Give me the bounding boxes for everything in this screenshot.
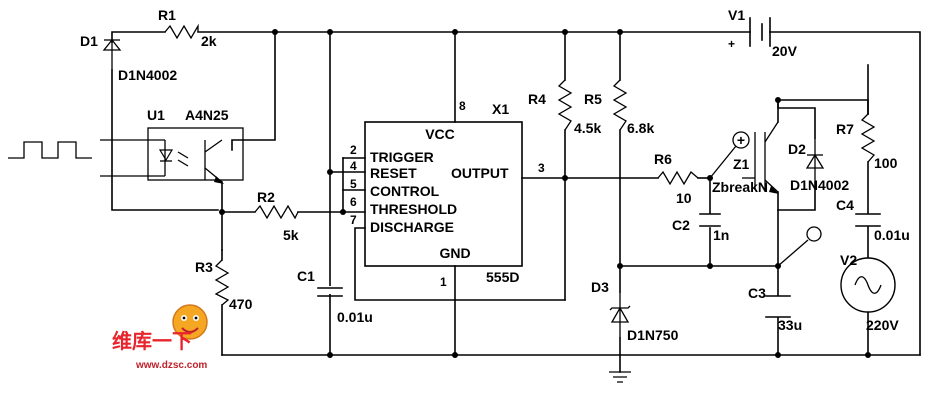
- pin-discharge-name: DISCHARGE: [370, 219, 454, 235]
- v2-ref: V2: [840, 252, 857, 268]
- diode-d2: [805, 138, 825, 182]
- capacitor-c1: [317, 286, 343, 297]
- u1-part: A4N25: [185, 107, 229, 123]
- d1-part: D1N4002: [118, 67, 177, 83]
- r1-value: 2k: [201, 33, 217, 49]
- zener-diode-d3: [609, 292, 631, 338]
- battery-v1: [749, 17, 771, 47]
- v1-value: 20V: [772, 43, 798, 59]
- pin-gnd-number: 1: [440, 275, 447, 289]
- r3-value: 470: [229, 296, 253, 312]
- optocoupler-u1: [100, 127, 244, 184]
- v1-ref: V1: [728, 7, 745, 23]
- d2-ref: D2: [788, 141, 806, 157]
- resistor-r7: [860, 113, 876, 163]
- pin-trigger-number: 2: [350, 143, 357, 157]
- pin-gnd-name: GND: [439, 245, 470, 261]
- r3-ref: R3: [195, 259, 213, 275]
- diode-d1: [102, 38, 122, 70]
- r2-value: 5k: [283, 227, 299, 243]
- ic-x1-555: VCC GND TRIGGER RESET OUTPUT CONTROL THR…: [364, 121, 523, 267]
- c4-value: 0.01u: [874, 227, 910, 243]
- transistor-igbt: [742, 121, 779, 194]
- v2-value: 220V: [866, 317, 899, 333]
- z1-part: ZbreakN: [712, 179, 768, 195]
- r6-value: 10: [676, 190, 692, 206]
- x1-part: 555D: [486, 269, 519, 285]
- pin-vcc-number: 8: [459, 99, 466, 113]
- pin-discharge-number: 7: [350, 213, 357, 227]
- pin-output-number: 3: [538, 161, 545, 175]
- watermark-url: www.dzsc.com: [135, 360, 207, 371]
- watermark-title: 维库一下: [112, 329, 192, 353]
- d2-part: D1N4002: [790, 177, 849, 193]
- c1-value: 0.01u: [337, 309, 373, 325]
- pin-output-name: OUTPUT: [451, 165, 509, 181]
- v1-polarity: +: [728, 37, 735, 51]
- r6-ref: R6: [654, 151, 672, 167]
- pin-vcc-name: VCC: [425, 126, 455, 142]
- c3-ref: C3: [748, 285, 766, 301]
- capacitor-c4: [855, 213, 881, 227]
- pin-control-number: 5: [350, 177, 357, 191]
- r1-ref: R1: [158, 7, 176, 23]
- resistor-r6: [657, 170, 699, 186]
- c4-ref: C4: [836, 197, 854, 213]
- u1-ref: U1: [147, 107, 165, 123]
- z1-ref: Z1: [733, 156, 750, 172]
- resistor-r1: [164, 23, 199, 40]
- r5-ref: R5: [584, 91, 602, 107]
- capacitor-c2: [699, 213, 721, 227]
- probe-z1: [709, 131, 750, 179]
- square-wave-input-icon: [8, 141, 92, 159]
- c2-ref: C2: [672, 217, 690, 233]
- r7-value: 100: [874, 155, 898, 171]
- r4-ref: R4: [528, 91, 546, 107]
- resistor-r3: [214, 259, 230, 306]
- resistor-r4: [557, 79, 573, 131]
- r7-ref: R7: [836, 121, 854, 137]
- ground-icon: [609, 371, 631, 383]
- z1-polarity: +: [737, 132, 745, 148]
- resistor-r2: [254, 204, 299, 220]
- x1-ref: X1: [492, 101, 509, 117]
- watermark-logo: 维库一下 www.dzsc.com: [112, 304, 208, 371]
- c3-value: 33u: [778, 317, 802, 333]
- pin-threshold-name: THRESHOLD: [370, 201, 457, 217]
- pin-reset-name: RESET: [370, 165, 417, 181]
- junction-dots: [219, 29, 871, 358]
- probe-node: [777, 226, 822, 267]
- c1-ref: C1: [297, 268, 315, 284]
- d3-part: D1N750: [627, 327, 679, 343]
- pin-control-name: CONTROL: [370, 183, 440, 199]
- r5-value: 6.8k: [627, 120, 654, 136]
- pin-trigger-name: TRIGGER: [370, 149, 434, 165]
- capacitor-c3: [765, 295, 791, 318]
- d3-ref: D3: [591, 279, 609, 295]
- ac-source-v2: [840, 257, 896, 313]
- pin-reset-number: 4: [350, 159, 357, 173]
- d1-ref: D1: [80, 33, 98, 49]
- resistor-r5: [612, 79, 628, 131]
- c2-value: 1n: [713, 227, 729, 243]
- r2-ref: R2: [257, 189, 275, 205]
- r4-value: 4.5k: [574, 120, 601, 136]
- pin-threshold-number: 6: [350, 195, 357, 209]
